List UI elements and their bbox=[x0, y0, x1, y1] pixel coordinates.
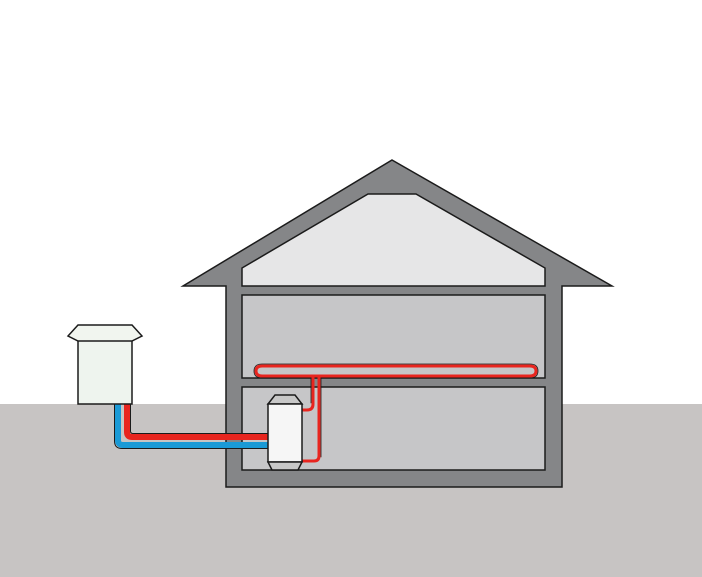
indoor-unit-cap bbox=[266, 394, 304, 405]
ground-pipes bbox=[114, 399, 271, 449]
cold-pipe bbox=[115, 399, 271, 448]
hot-pipe bbox=[124, 399, 271, 440]
riser-outline bbox=[310, 377, 322, 458]
floor-heating-loop bbox=[254, 364, 538, 378]
indoor-unit-base bbox=[266, 461, 304, 471]
indoor-unit bbox=[266, 394, 304, 471]
outdoor-unit-cap bbox=[66, 324, 144, 342]
cold-pipe-outline bbox=[114, 401, 269, 449]
riser-return bbox=[300, 374, 321, 463]
riser-hot bbox=[300, 374, 315, 412]
outdoor-unit-body bbox=[77, 339, 133, 405]
floor-heating-outline bbox=[253, 363, 539, 379]
floor-heating bbox=[253, 363, 539, 463]
attic-space bbox=[241, 193, 546, 287]
indoor-unit-body bbox=[267, 403, 303, 463]
hot-pipe-outline bbox=[130, 401, 269, 434]
outdoor-unit bbox=[66, 324, 144, 405]
